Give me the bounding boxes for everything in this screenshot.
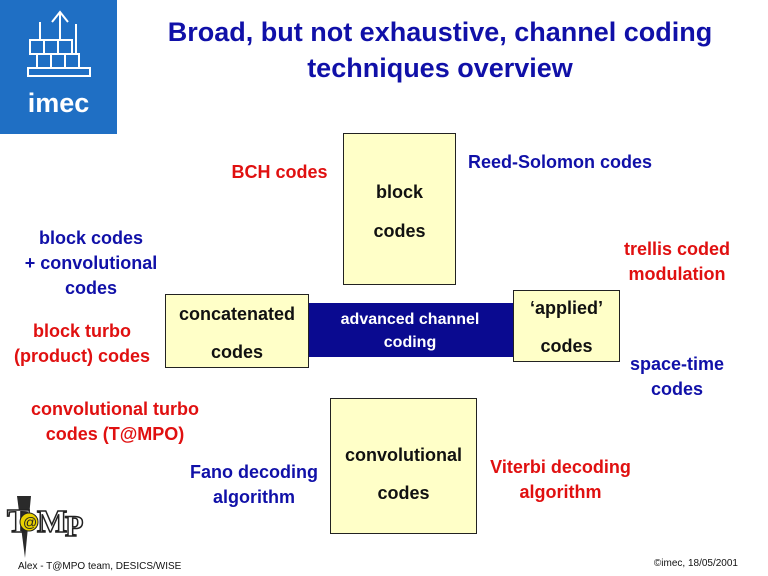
block-turbo-line-1: block turbo xyxy=(33,321,131,341)
fano-line-1: Fano decoding xyxy=(190,462,318,482)
center-line-1: advanced channel xyxy=(340,311,480,328)
concatenated-line-1: concatenated xyxy=(178,304,296,324)
svg-text:@: @ xyxy=(23,514,37,530)
title-line-2: techniques overview xyxy=(307,53,573,83)
advanced-channel-coding-bar: advanced channel coding xyxy=(305,303,515,357)
space-time-label: space-time codes xyxy=(618,352,736,402)
footer-left: Alex - T@MPO team, DESICS/WISE xyxy=(18,561,182,572)
slide-title: Broad, but not exhaustive, channel codin… xyxy=(130,14,750,86)
concatenated-codes-box: concatenated codes xyxy=(165,294,309,368)
concatenated-line-2: codes xyxy=(210,342,264,362)
applied-codes-box: ‘applied’ codes xyxy=(513,290,620,362)
bch-codes-label: BCH codes xyxy=(231,162,328,182)
tempo-logo-icon: T M P @ xyxy=(6,496,84,558)
footer-right: ©imec, 18/05/2001 xyxy=(653,558,738,569)
applied-line-2: codes xyxy=(540,336,593,356)
trellis-line-1: trellis coded xyxy=(623,239,731,259)
block-turbo-line-2: (product) codes xyxy=(13,346,150,366)
viterbi-line-1: Viterbi decoding xyxy=(490,457,631,477)
convolutional-line-2: codes xyxy=(377,483,430,503)
tempo-logo: T M P @ xyxy=(3,492,93,562)
block-codes-line-2: codes xyxy=(373,221,426,241)
svg-text:P: P xyxy=(65,510,83,543)
reed-solomon-label: Reed-Solomon codes xyxy=(467,152,653,172)
space-time-line-2: codes xyxy=(650,379,704,399)
trellis-line-2: modulation xyxy=(628,264,726,284)
imec-logo-icon xyxy=(27,10,91,77)
space-time-line-1: space-time xyxy=(629,354,725,374)
svg-text:M: M xyxy=(37,503,67,539)
viterbi-line-2: algorithm xyxy=(519,482,602,502)
bpc-line-3: codes xyxy=(64,278,118,298)
trellis-coded-modulation-label: trellis coded modulation xyxy=(608,237,746,287)
title-line-1: Broad, but not exhaustive, channel codin… xyxy=(167,17,713,47)
imec-logo: imec xyxy=(0,0,117,134)
conv-turbo-line-2: codes (T@MPO) xyxy=(45,424,185,444)
convolutional-line-1: convolutional xyxy=(345,445,462,465)
logo-text: imec xyxy=(27,88,90,118)
block-codes-line-1: block xyxy=(375,182,423,202)
block-turbo-label: block turbo (product) codes xyxy=(2,319,162,369)
convolutional-codes-box: convolutional codes xyxy=(330,398,477,534)
fano-line-2: algorithm xyxy=(212,487,295,507)
center-line-2: coding xyxy=(383,334,437,351)
fano-decoding-label: Fano decoding algorithm xyxy=(180,460,328,510)
viterbi-decoding-label: Viterbi decoding algorithm xyxy=(478,455,643,505)
bpc-line-2: + convolutional xyxy=(24,253,158,273)
block-codes-box: block codes xyxy=(343,133,456,285)
svg-text:T: T xyxy=(7,503,30,540)
block-plus-convolutional-label: block codes + convolutional codes xyxy=(6,226,176,301)
bpc-line-1: block codes xyxy=(38,228,144,248)
convolutional-turbo-label: convolutional turbo codes (T@MPO) xyxy=(15,397,215,447)
conv-turbo-line-1: convolutional turbo xyxy=(31,399,199,419)
applied-line-1: ‘applied’ xyxy=(529,298,603,318)
